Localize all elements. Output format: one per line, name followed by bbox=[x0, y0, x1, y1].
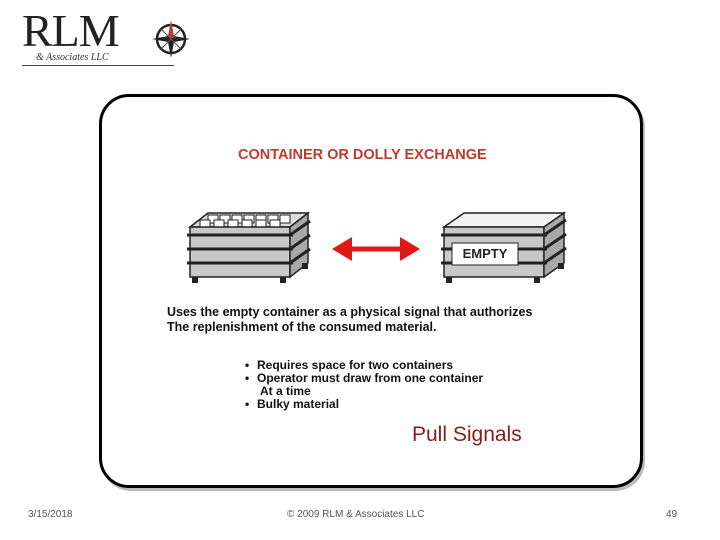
logo-tagline: & Associates LLC bbox=[36, 52, 109, 63]
list-item: •Requires space for two containers bbox=[245, 358, 454, 372]
section-subtitle: Pull Signals bbox=[412, 423, 522, 446]
description-line: Uses the empty container as a physical s… bbox=[167, 305, 533, 319]
full-container bbox=[187, 211, 311, 283]
footer-date: 3/15/2018 bbox=[28, 509, 73, 520]
page-number: 49 bbox=[666, 509, 678, 520]
exchange-arrow-icon bbox=[332, 237, 420, 261]
exchange-diagram bbox=[187, 211, 567, 283]
diagram-title: CONTAINER OR DOLLY EXCHANGE bbox=[238, 147, 487, 163]
footer-copyright: © 2009 RLM & Associates LLC bbox=[287, 509, 425, 520]
bullet-list: •Requires space for two containers •Oper… bbox=[245, 359, 483, 411]
list-item: •Bulky material bbox=[245, 397, 340, 411]
empty-container bbox=[441, 211, 567, 283]
logo-wordmark: RLM bbox=[22, 5, 120, 56]
bullet-continuation: At a time bbox=[260, 384, 311, 398]
bullet-text: Bulky material bbox=[257, 397, 340, 411]
bullet-text: Requires space for two containers bbox=[257, 358, 454, 372]
slide-frame bbox=[99, 94, 643, 488]
compass-icon bbox=[152, 20, 190, 58]
description-line: The replenishment of the consumed materi… bbox=[167, 320, 437, 334]
logo-underline bbox=[22, 65, 174, 66]
company-logo: RLM & Associates LLC bbox=[22, 5, 190, 68]
list-item: •Operator must draw from one container bbox=[245, 371, 484, 385]
description: Uses the empty container as a physical s… bbox=[167, 305, 532, 335]
bullet-text: Operator must draw from one container bbox=[257, 371, 484, 385]
